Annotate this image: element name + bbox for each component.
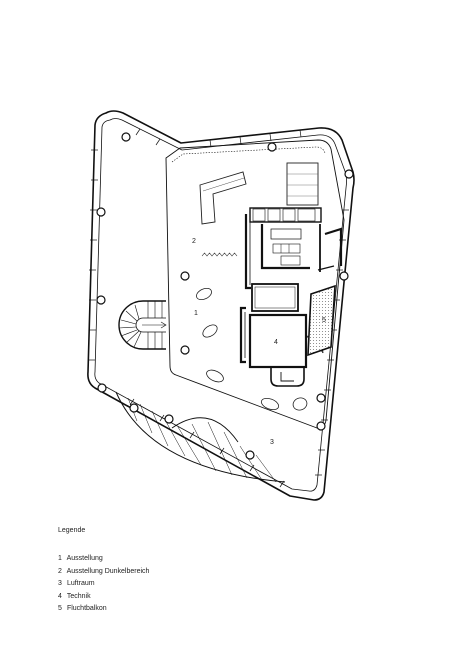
facade-ticks (88, 128, 349, 488)
room-number-3: 3 (270, 439, 274, 446)
core-walls (239, 207, 343, 387)
legend: Legende 1 Ausstellung 2 Ausstellung Dunk… (58, 527, 358, 616)
legend-item-number: 4 (58, 592, 62, 600)
legend-item: 1 Ausstellung (58, 553, 358, 566)
spiral-staircase (118, 300, 167, 350)
legend-item-label: Fluchtbalkon (66, 605, 107, 613)
room-number-2: 2 (192, 238, 196, 245)
legend-item: 2 Ausstellung Dunkelbereich (58, 566, 358, 579)
legend-item-label: Technik (66, 592, 91, 600)
legend-item-label: Ausstellung (66, 555, 103, 562)
legend-title: Legende (58, 527, 86, 534)
zigzag-line (201, 252, 238, 257)
legend-item-label: Luftraum (66, 580, 95, 588)
legend-item: 5 Fluchtbalkon (58, 603, 358, 616)
legend-item-label: Ausstellung Dunkelbereich (66, 567, 150, 575)
legend-item-number: 3 (58, 580, 62, 588)
curved-glazing (115, 391, 286, 483)
room-number-4: 4 (274, 339, 278, 346)
columns (96, 132, 354, 460)
legend-item-number: 5 (58, 605, 62, 613)
legend-item: 4 Technik (58, 591, 358, 604)
room-number-5: 5 (322, 317, 326, 324)
legend-item-number: 1 (58, 555, 62, 562)
escape-balcony-hatch (307, 284, 336, 357)
hatched-block (286, 162, 319, 206)
l-bench-detail (202, 177, 245, 192)
legend-item: 3 Luftraum (58, 578, 358, 591)
l-bench (199, 171, 247, 225)
room-number-1: 1 (194, 310, 198, 317)
bean-seats (196, 287, 308, 411)
legend-item-number: 2 (58, 567, 62, 575)
